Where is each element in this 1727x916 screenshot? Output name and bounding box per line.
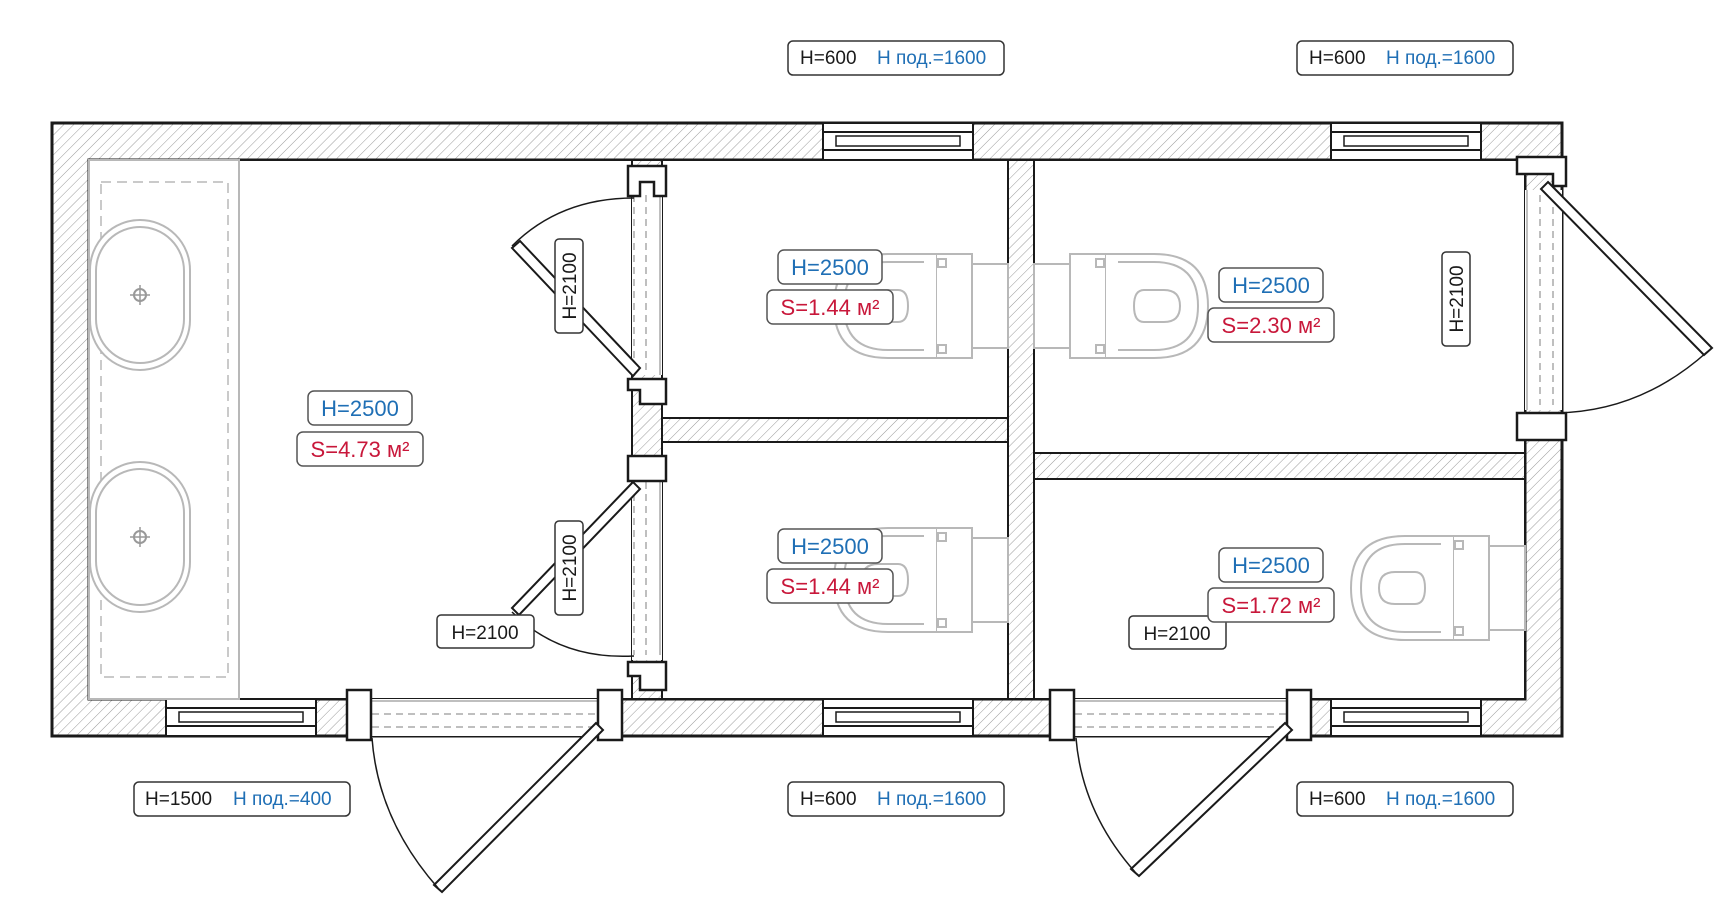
window-height: H=600 xyxy=(1309,789,1366,810)
room-area: S=4.73 м² xyxy=(311,437,410,462)
fixtures xyxy=(88,159,1526,700)
room-area: S=1.44 м² xyxy=(781,295,880,320)
door-label-left: H=2100 xyxy=(436,614,535,649)
door-swing-icon xyxy=(371,721,605,894)
door-label-interior-bottom: H=2100 xyxy=(554,520,584,616)
door-label-interior-top: H=2100 xyxy=(554,238,584,334)
door-label-right: H=2100 xyxy=(1128,615,1227,650)
door-height-text: H=2100 xyxy=(451,623,518,644)
wall-partition-4 xyxy=(1033,452,1526,480)
door-height-text: H=2100 xyxy=(1143,624,1210,645)
window-label-bottom-1: H=1500 H под.=400 xyxy=(133,781,351,817)
toilet-icon xyxy=(1033,253,1209,359)
room-area: S=2.30 м² xyxy=(1222,313,1321,338)
door-height-text: H=2100 xyxy=(560,534,581,601)
toilet-icon xyxy=(1350,535,1526,641)
room-height: H=2500 xyxy=(1232,553,1310,578)
room-label-wc-top-right: H=2500 S=2.30 м² xyxy=(1207,267,1335,343)
door-swing-icon xyxy=(1539,180,1714,414)
window-icon xyxy=(822,698,974,737)
room-area: S=1.44 м² xyxy=(781,574,880,599)
room-area: S=1.72 м² xyxy=(1222,593,1321,618)
window-sill-height: H под.=400 xyxy=(233,789,332,810)
window-icon xyxy=(822,122,974,161)
window-height: H=600 xyxy=(800,789,857,810)
window-sill-height: H под.=1600 xyxy=(877,48,986,69)
room-height: H=2500 xyxy=(791,255,869,280)
room-label-washroom: H=2500 S=4.73 м² xyxy=(296,390,424,467)
room-height: H=2500 xyxy=(321,396,399,421)
window-label-bottom-3: H=600 H под.=1600 xyxy=(1296,781,1514,817)
room-height: H=2500 xyxy=(791,534,869,559)
wall-partition-2 xyxy=(661,417,1009,443)
doors xyxy=(345,155,1714,894)
window-label-bottom-2: H=600 H под.=1600 xyxy=(787,781,1005,817)
windows xyxy=(165,122,1482,737)
window-sill-height: H под.=1600 xyxy=(1386,789,1495,810)
room-label-wc-bottom-right: H=2500 S=1.72 м² xyxy=(1207,547,1335,623)
sink-icon xyxy=(89,219,191,371)
walls xyxy=(50,121,1564,738)
window-label-top-1: H=600 H под.=1600 xyxy=(787,40,1005,76)
window-label-top-2: H=600 H под.=1600 xyxy=(1296,40,1514,76)
wall-partition-3 xyxy=(1007,159,1035,700)
window-height: H=1500 xyxy=(145,789,212,810)
window-sill-height: H под.=1600 xyxy=(1386,48,1495,69)
window-height: H=600 xyxy=(800,48,857,69)
window-icon xyxy=(1330,698,1482,737)
window-height: H=600 xyxy=(1309,48,1366,69)
window-icon xyxy=(165,698,317,737)
sink-icon xyxy=(89,461,191,613)
room-label-wc-bottom-left: H=2500 S=1.44 м² xyxy=(766,528,894,604)
window-icon xyxy=(1330,122,1482,161)
room-label-wc-top-left: H=2500 S=1.44 м² xyxy=(766,249,894,325)
room-height: H=2500 xyxy=(1232,273,1310,298)
door-swing-icon xyxy=(1075,721,1294,878)
door-height-text: H=2100 xyxy=(560,252,581,319)
window-sill-height: H под.=1600 xyxy=(877,789,986,810)
door-label-right-exterior: H=2100 xyxy=(1441,251,1471,347)
door-height-text: H=2100 xyxy=(1447,265,1468,332)
